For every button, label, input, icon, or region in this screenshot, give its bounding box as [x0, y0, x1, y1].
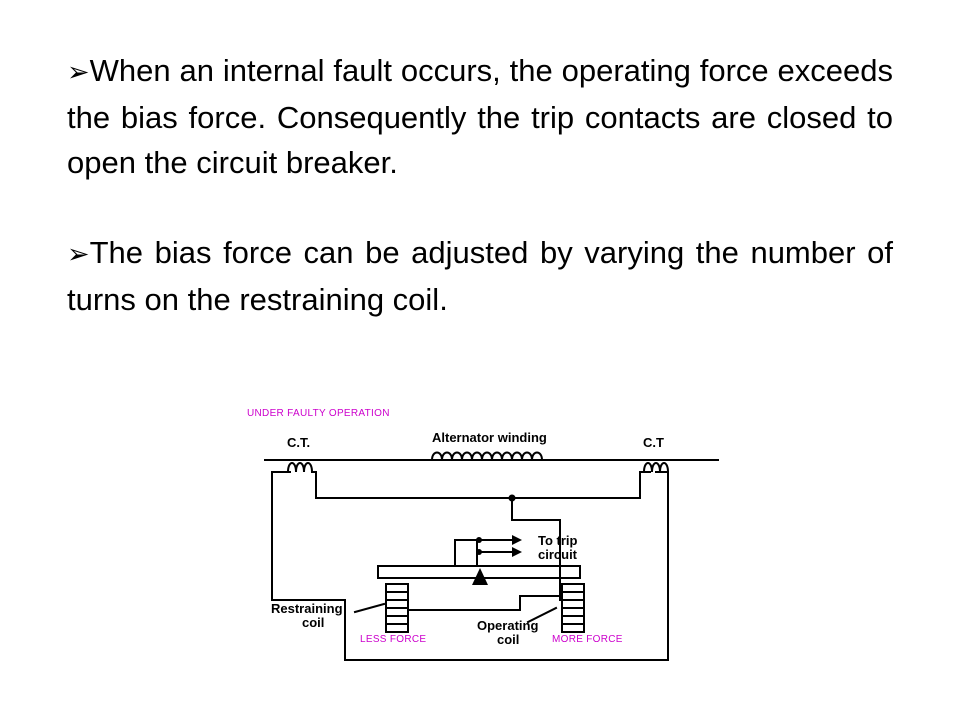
junction-dot — [508, 494, 516, 502]
restraining-label-line-2: coil — [302, 615, 324, 630]
trip-label-line-1: To trip — [538, 533, 578, 548]
operating-pointer — [526, 606, 558, 624]
coil-link-wire — [407, 595, 563, 611]
outer-loop-wire — [271, 471, 669, 661]
trip-label-line-2: circuit — [538, 547, 578, 562]
slide-bullets: ➢When an internal fault occurs, the oper… — [67, 48, 893, 322]
restraining-pointer — [353, 602, 386, 614]
bullet-internal-fault: ➢When an internal fault occurs, the oper… — [67, 48, 893, 185]
less-force-label: LESS FORCE — [360, 634, 426, 645]
bullet-bias-force: ➢The bias force can be adjusted by varyi… — [67, 230, 893, 322]
operating-label-line-2: coil — [497, 632, 519, 647]
bullet-arrow-icon: ➢ — [67, 57, 90, 88]
restraining-label-line-1: Restraining — [271, 601, 343, 616]
trip-arrowhead-lower — [512, 547, 522, 557]
pivot-icon — [472, 568, 488, 585]
bullet-text-2: The bias force can be adjusted by varyin… — [67, 235, 893, 317]
ct-right-label: C.T — [643, 435, 664, 450]
alternator-winding-icon — [430, 451, 544, 462]
trip-contact-dot-lower — [476, 549, 482, 555]
trip-contact-block — [454, 539, 478, 567]
inner-loop-wire — [311, 471, 651, 499]
diagram-caption: UNDER FAULTY OPERATION — [247, 408, 390, 419]
trip-arrowhead-upper — [512, 535, 522, 545]
bullet-text-1: When an internal fault occurs, the opera… — [67, 53, 893, 180]
winding-label: Alternator winding — [432, 430, 547, 445]
more-force-label: MORE FORCE — [552, 634, 623, 645]
ct-left-icon — [286, 462, 314, 474]
operating-label-line-1: Operating — [477, 618, 538, 633]
ct-left-label: C.T. — [287, 435, 310, 450]
differential-wire — [511, 497, 561, 601]
bullet-arrow-icon: ➢ — [67, 239, 90, 270]
trip-contact-dot-upper — [476, 537, 482, 543]
ct-right-icon — [642, 462, 670, 474]
